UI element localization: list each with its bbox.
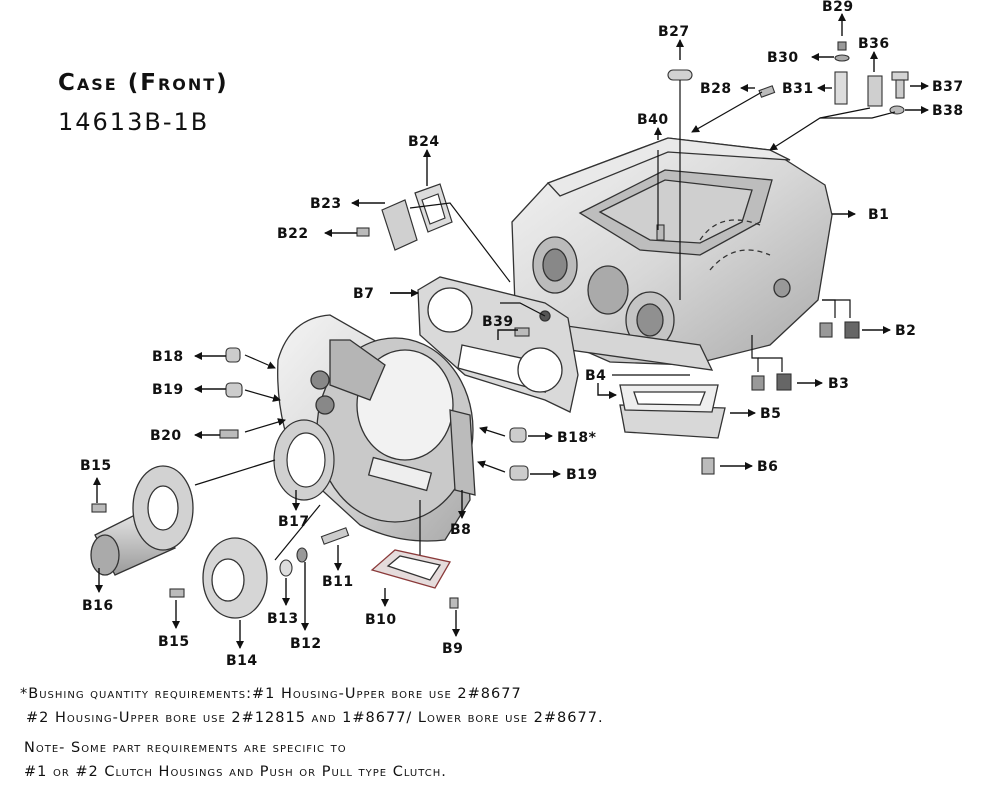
bushing-B18b	[509, 427, 527, 443]
pin-B40	[656, 224, 665, 241]
sleeve-B31	[834, 71, 848, 105]
gasket-B4	[619, 384, 719, 413]
note-bushing-line2: #2 Housing-Upper bore use 2#12815 and 1#…	[26, 710, 604, 726]
label-B20: B20	[150, 428, 182, 444]
gasket-B7	[417, 276, 579, 413]
label-B18-left: B18	[152, 349, 184, 365]
washer-B30	[834, 54, 850, 62]
nut-B3a	[751, 375, 765, 391]
bushing-B19a	[225, 382, 243, 398]
transmission-case-B1	[511, 137, 833, 371]
label-B2: B2	[895, 323, 916, 339]
nut-B2b	[844, 321, 860, 339]
plug-B6	[701, 457, 715, 475]
nut-B2a	[819, 322, 833, 338]
note-requirements-line2: #1 or #2 Clutch Housings and Push or Pul…	[24, 764, 447, 780]
screw-B22	[356, 227, 370, 237]
stud-B11	[320, 527, 350, 545]
clutch-housing-B8	[277, 314, 476, 542]
bushing-B18a	[225, 347, 241, 363]
label-B11: B11	[322, 574, 354, 590]
label-B22: B22	[277, 226, 309, 242]
plug-B27	[667, 69, 693, 81]
bolt-head-B37	[891, 71, 909, 81]
bolt-B15a	[91, 503, 107, 513]
bolt-B20	[219, 429, 239, 439]
label-B19-right: B19	[566, 467, 598, 483]
bearing-retainer-B14	[202, 537, 268, 619]
label-B1: B1	[868, 207, 889, 223]
screw-B9	[449, 597, 459, 609]
leader-lines	[194, 80, 896, 561]
label-B38: B38	[932, 103, 964, 119]
label-arrows	[93, 13, 929, 649]
part-number: 14613B-1B	[58, 108, 210, 136]
label-B30: B30	[767, 50, 799, 66]
label-B3: B3	[828, 376, 849, 392]
label-B29: B29	[822, 0, 854, 15]
label-B40: B40	[637, 112, 669, 128]
cover-B10	[370, 549, 452, 589]
label-B17: B17	[278, 514, 310, 530]
label-B15-top: B15	[80, 458, 112, 474]
label-B10: B10	[365, 612, 397, 628]
bushing-B19b	[509, 465, 529, 481]
label-B6: B6	[757, 459, 778, 475]
plate-B24	[414, 183, 453, 233]
washer-B12	[296, 547, 308, 563]
diagram-title: Case (Front)	[58, 70, 229, 96]
label-B28: B28	[700, 81, 732, 97]
label-B27: B27	[658, 24, 690, 40]
label-B23: B23	[310, 196, 342, 212]
label-B24: B24	[408, 134, 440, 150]
label-B37: B37	[932, 79, 964, 95]
pin-B28	[758, 85, 776, 98]
label-B36: B36	[858, 36, 890, 52]
spring-B36	[867, 75, 883, 107]
label-B12: B12	[290, 636, 322, 652]
note-bushing-line1: *Bushing quantity requirements:#1 Housin…	[20, 686, 522, 702]
label-B18-right: B18*	[557, 430, 597, 446]
label-B5: B5	[760, 406, 781, 422]
label-B14: B14	[226, 653, 258, 669]
bolt-B37	[895, 79, 905, 99]
plate-B23	[381, 199, 418, 251]
label-B9: B9	[442, 641, 463, 657]
nut-B29	[837, 41, 847, 51]
label-B31: B31	[782, 81, 814, 97]
small-parts	[91, 41, 909, 609]
pin-B39	[514, 327, 530, 337]
label-B15-bottom: B15	[158, 634, 190, 650]
bearing-retainer-B16	[90, 465, 194, 576]
bolt-B15b	[169, 588, 185, 598]
label-B7: B7	[353, 286, 374, 302]
label-B19-left: B19	[152, 382, 184, 398]
gasket-B17	[273, 419, 335, 501]
label-B4: B4	[585, 368, 606, 384]
note-requirements-line1: Note- Some part requirements are specifi…	[24, 740, 347, 756]
nut-B3b	[776, 373, 792, 391]
label-B13: B13	[267, 611, 299, 627]
label-B16: B16	[82, 598, 114, 614]
label-B39: B39	[482, 314, 514, 330]
label-B8: B8	[450, 522, 471, 538]
part-labels: B1 B2 B3 B4 B5 B6 B7 B8 B9 B10 B11 B12 B…	[80, 0, 964, 669]
washer-B13	[279, 559, 293, 577]
